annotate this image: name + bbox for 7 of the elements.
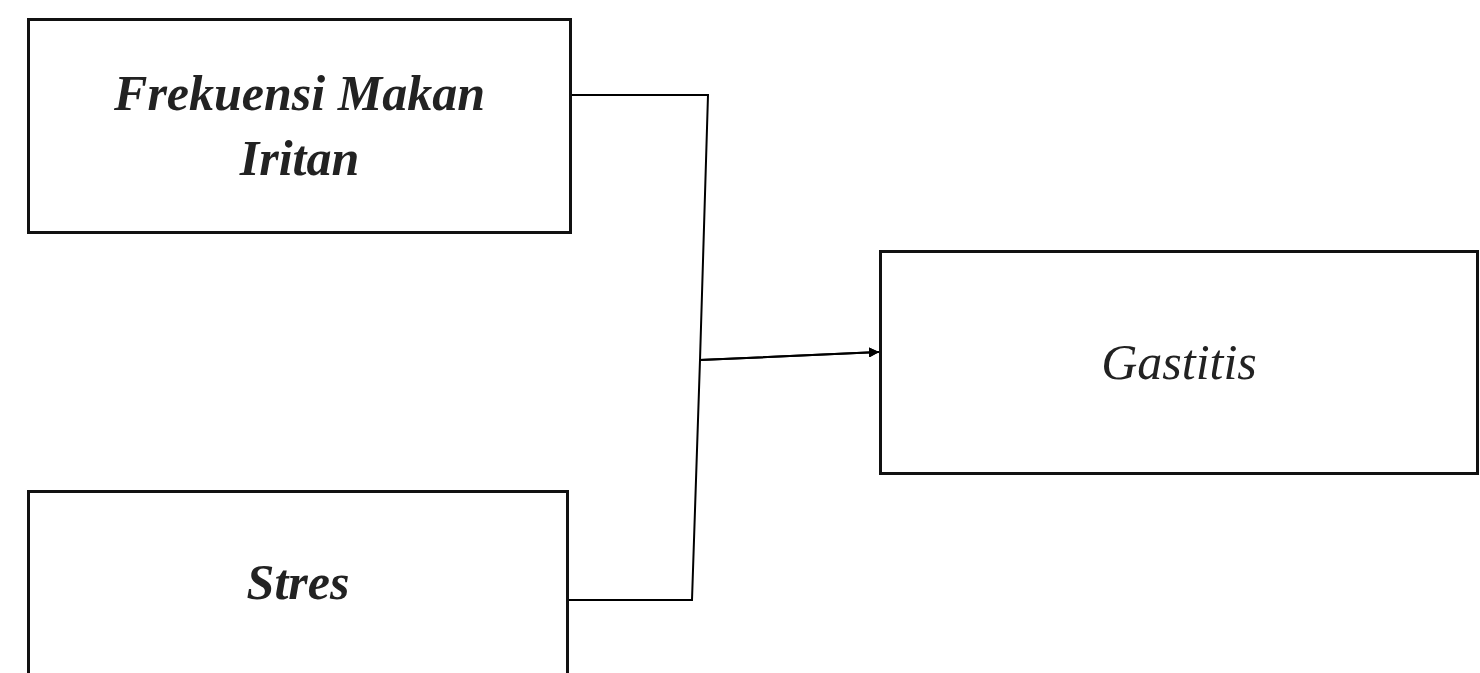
variable-box [879, 250, 1479, 475]
variable-label: Gastitis [1101, 333, 1257, 392]
variable-box [27, 490, 569, 673]
connector-arrow [568, 347, 880, 601]
variable-label: Stres [246, 552, 350, 612]
variable-box [27, 18, 572, 234]
variable-label: Frekuensi Makan Iritan [113, 64, 486, 188]
